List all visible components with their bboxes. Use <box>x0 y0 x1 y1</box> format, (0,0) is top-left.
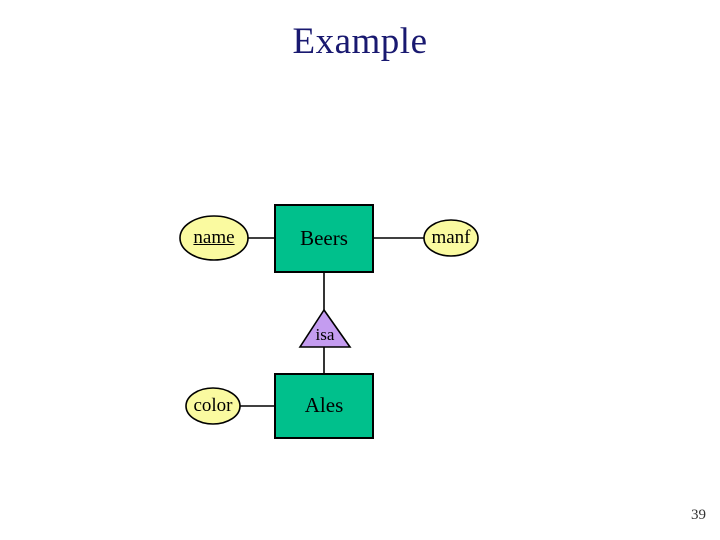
attribute-ellipse-manf[interactable] <box>423 219 479 257</box>
page-title: Example <box>292 21 428 62</box>
attribute-ellipse-name[interactable] <box>179 215 249 261</box>
entity-box-ales[interactable] <box>274 373 374 439</box>
entity-box-beers[interactable] <box>274 204 374 273</box>
isa-triangle[interactable] <box>298 308 352 348</box>
page-number: 39 <box>691 507 706 523</box>
attribute-ellipse-color[interactable] <box>185 387 241 425</box>
